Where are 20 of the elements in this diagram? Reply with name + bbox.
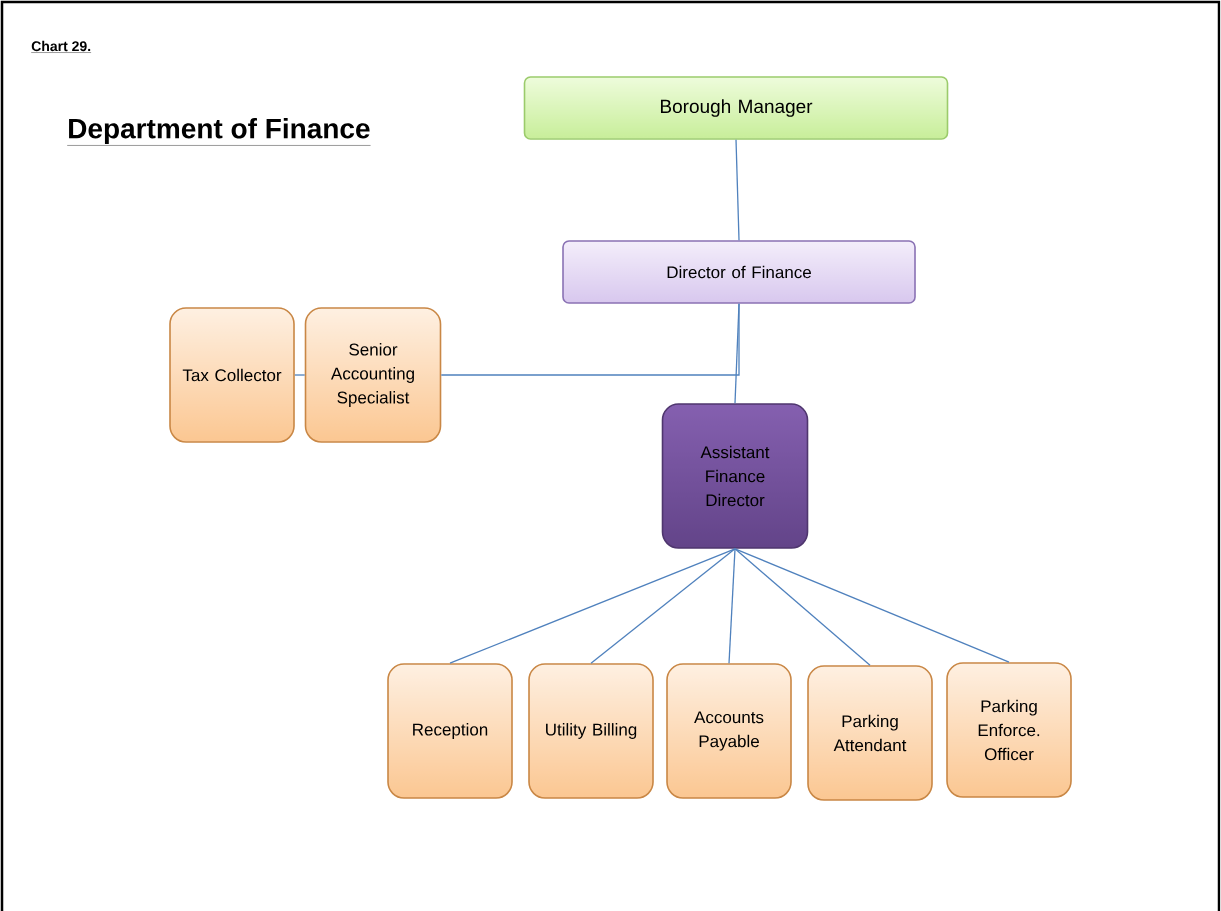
position-box: Reception: [387, 663, 513, 799]
position-box: Utility Billing: [528, 663, 654, 799]
connector-line: [734, 548, 1010, 663]
position-box: Parking Attendant: [807, 665, 933, 801]
connector-line: [734, 548, 871, 666]
position-box: Tax Collector: [169, 307, 295, 443]
assistant-box: Assistant Finance Director: [661, 403, 809, 549]
connector-line: [728, 548, 736, 664]
connector-line: [294, 374, 306, 376]
position-box: Parking Enforce. Officer: [946, 662, 1072, 798]
connector-line: [449, 548, 736, 664]
connector-line: [735, 139, 740, 241]
position-box: Senior Accounting Specialist: [304, 307, 442, 443]
director-box: Director of Finance: [562, 240, 916, 304]
connector-line: [590, 548, 736, 664]
connector-line: [440, 303, 740, 376]
page-title: Department of Finance: [67, 117, 371, 146]
chart-number: Chart 29.: [31, 40, 92, 53]
position-box: Accounts Payable: [666, 663, 792, 799]
manager-box: Borough Manager: [523, 76, 949, 140]
